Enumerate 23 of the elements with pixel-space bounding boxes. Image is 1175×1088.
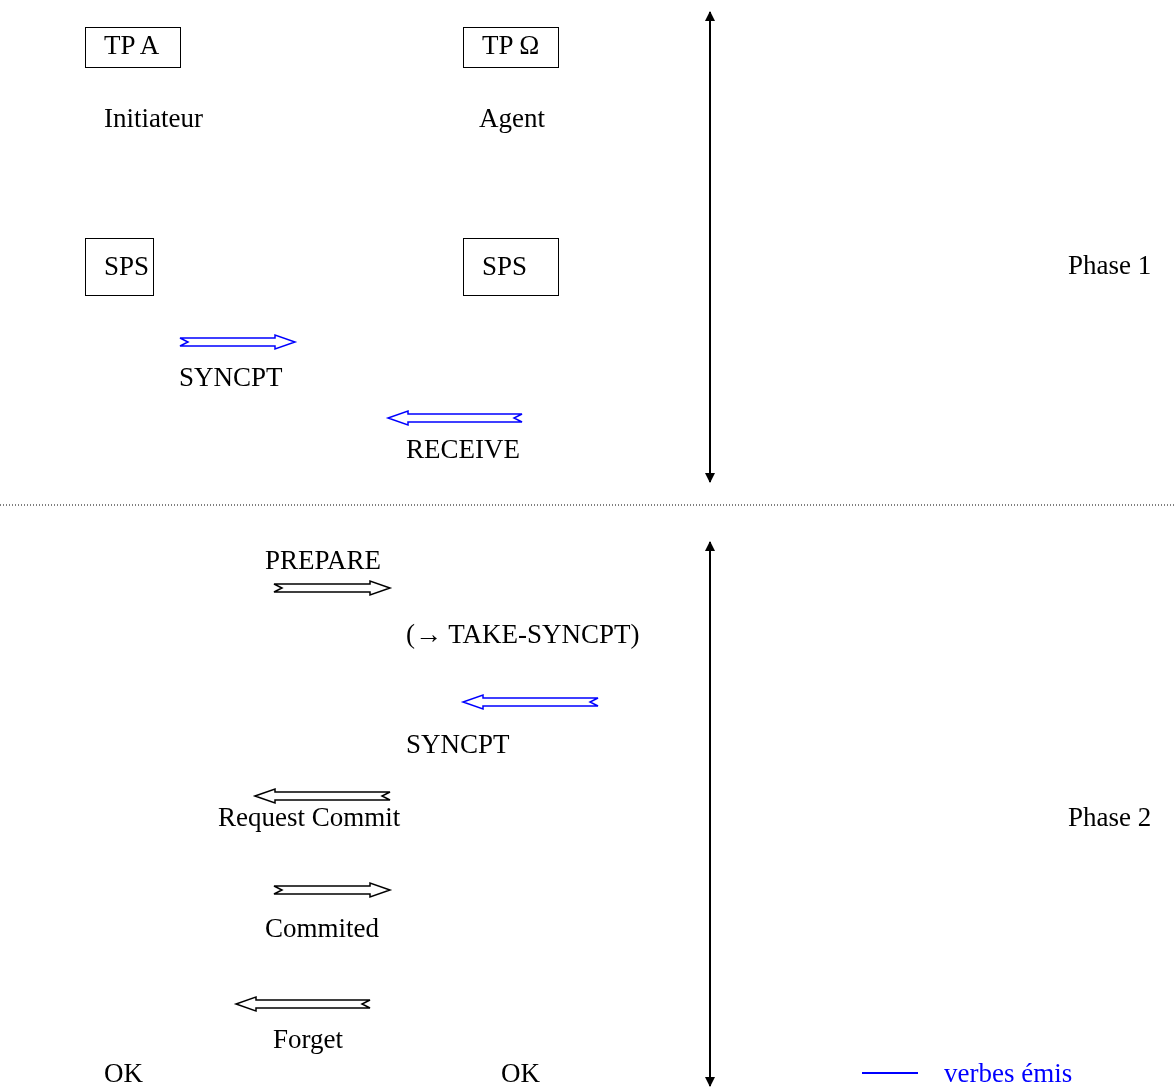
- status-label: OK: [501, 1058, 540, 1088]
- process-box: [85, 238, 154, 296]
- phase-label: Phase 2: [1068, 802, 1152, 832]
- status-label: OK: [104, 1058, 143, 1088]
- role-label: Agent: [479, 103, 545, 133]
- node-label: TP Ω: [482, 30, 540, 60]
- role-label: Initiateur: [104, 103, 203, 133]
- process-box: [463, 238, 559, 296]
- process-box: [85, 27, 181, 68]
- legend-label: verbes émis: [944, 1058, 1073, 1088]
- node-label: SPS: [104, 251, 150, 281]
- note-text: (→ TAKE-SYNCPT): [406, 619, 640, 649]
- message-label: Forget: [273, 1024, 343, 1054]
- message-label: PREPARE: [265, 545, 382, 575]
- message-label: RECEIVE: [406, 434, 520, 464]
- node-label: TP A: [104, 30, 160, 60]
- message-label: SYNCPT: [179, 362, 283, 392]
- message-label: Commited: [265, 913, 379, 943]
- message-label: Request Commit: [218, 802, 401, 832]
- phase-label: Phase 1: [1068, 250, 1152, 280]
- process-box: [463, 27, 559, 68]
- node-label: SPS: [482, 251, 528, 281]
- message-label: SYNCPT: [406, 729, 510, 759]
